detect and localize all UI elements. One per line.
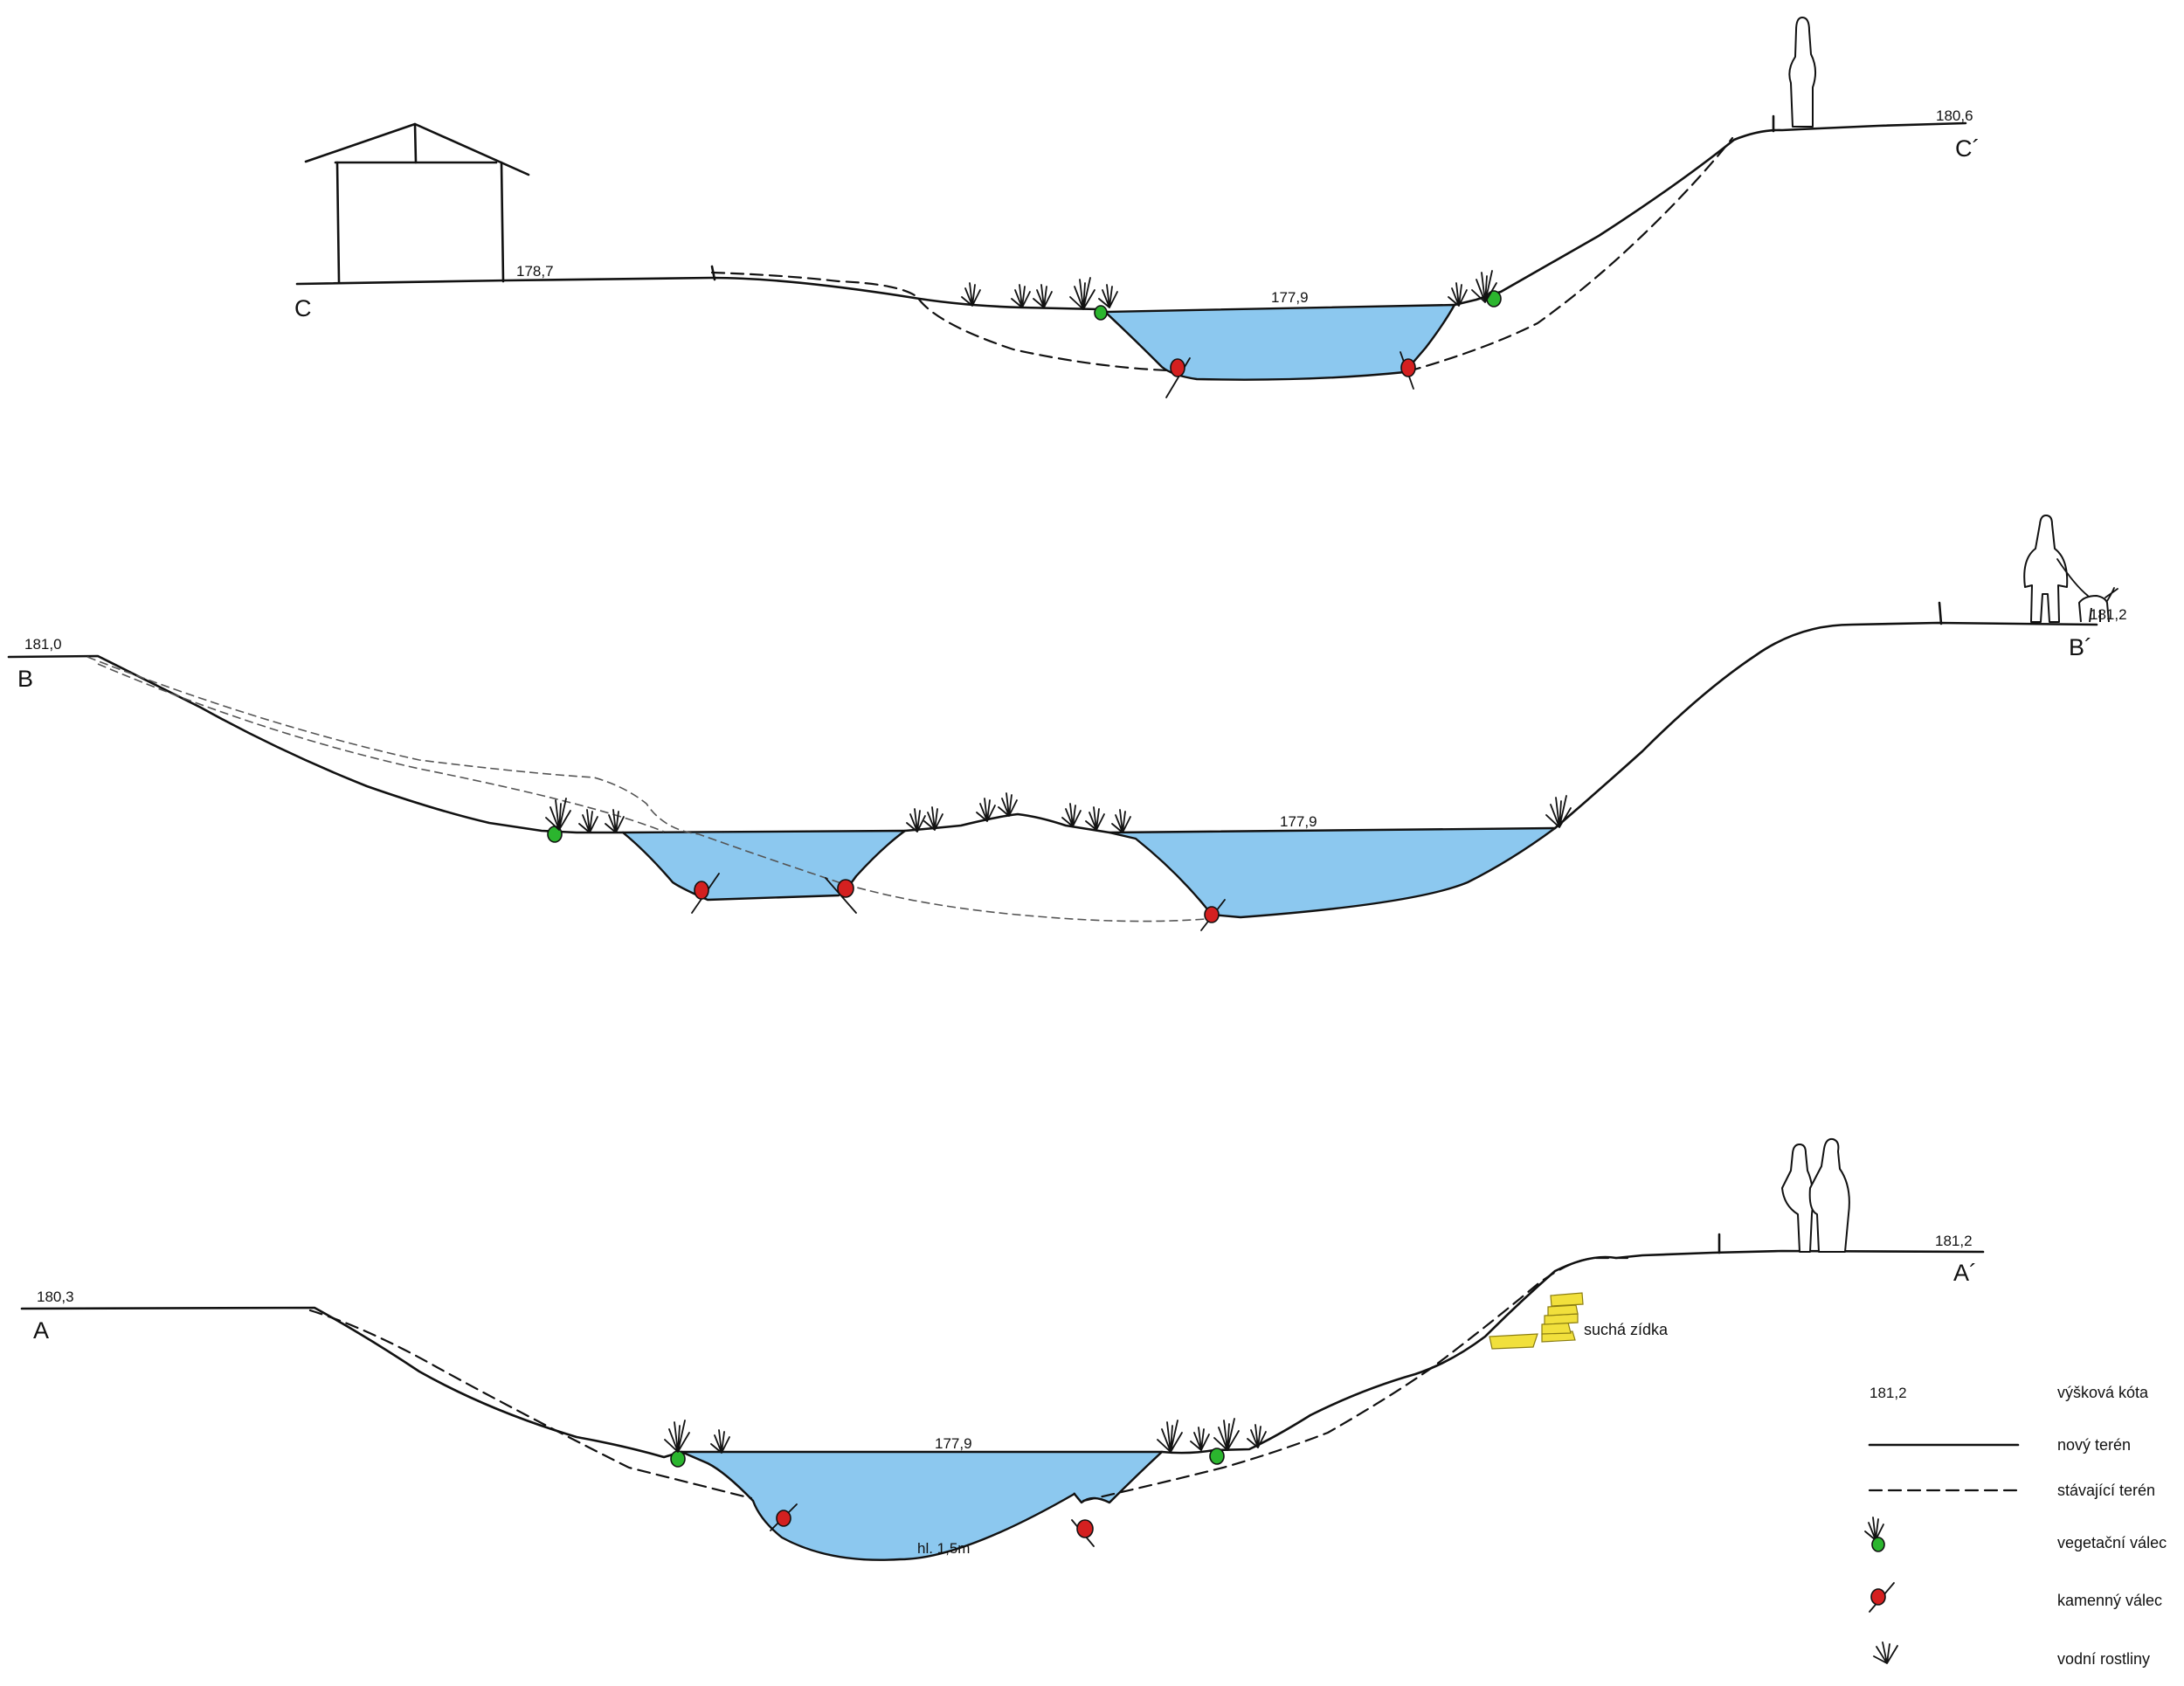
dry-wall-stones [1489,1292,1584,1350]
legend-vegetation-roll-label: vegetační válec [2057,1534,2167,1551]
legend-water-plants-label: vodní rostliny [2057,1650,2150,1668]
dry-wall-label: suchá zídka [1584,1321,1669,1338]
new-terrain-c [295,121,1967,314]
section-b-end-label: B´ [2069,634,2092,660]
section-c-start-label: C [294,295,312,321]
water-plants-b [545,792,1572,833]
new-terrain-b [7,621,2098,834]
level-c-ground: 178,7 [516,263,554,280]
two-persons-figure [1781,1137,1850,1253]
pond-a-water [680,1450,1164,1561]
level-a-water: 177,9 [935,1435,972,1452]
pond-a-depth-label: hl. 1,5m [917,1540,970,1557]
person-with-dog-figure [2023,515,2118,623]
vegetation-roll-a [670,1448,1225,1468]
stone-roll-a [770,1503,1095,1547]
new-terrain-a [20,1249,1985,1459]
legend-water-plants-icon [1873,1641,1898,1664]
section-a-start-label: A [33,1317,49,1344]
level-c-top: 180,6 [1936,107,1973,124]
legend: 181,2 výšková kóta nový terén stávající … [1864,1384,2167,1668]
stone-roll-b [691,873,1226,931]
section-a-end-label: A´ [1953,1260,1977,1286]
section-b-start-label: B [17,666,33,692]
existing-terrain-c [710,136,1734,373]
level-b-right: 181,2 [2090,606,2127,623]
person-figure-c [1788,17,1816,128]
pond-b-right-water [1108,826,1557,919]
house-sketch [304,122,530,284]
pond-b-left-water [621,829,907,902]
existing-terrain-a [308,1256,1635,1503]
pond-c-water [1103,303,1456,381]
water-plants-c [961,270,1497,310]
legend-level-label: výšková kóta [2057,1384,2149,1401]
section-c: C C´ 178,7 177,9 180,6 [294,17,1980,398]
existing-terrain-b [86,656,1206,922]
legend-existing-terrain-label: stávající terén [2057,1482,2155,1499]
section-b: B B´ 181,0 177,9 181,2 [7,515,2127,931]
level-c-water: 177,9 [1271,289,1309,306]
stone-roll-c [1165,351,1416,398]
legend-stone-roll-label: kamenný válec [2057,1592,2162,1609]
level-b-water: 177,9 [1280,813,1317,830]
level-a-left: 180,3 [37,1289,74,1305]
level-a-right: 181,2 [1935,1233,1973,1249]
section-a: A A´ 180,3 177,9 hl. 1,5m 181,2 suchá zí… [20,1137,1985,1561]
legend-level-sample: 181,2 [1870,1385,1907,1401]
legend-new-terrain-label: nový terén [2057,1436,2131,1454]
section-c-end-label: C´ [1955,135,1980,162]
legend-vegetation-roll-icon [1864,1517,1885,1552]
legend-stone-roll-icon [1869,1582,1895,1613]
level-b-left: 181,0 [24,636,62,653]
